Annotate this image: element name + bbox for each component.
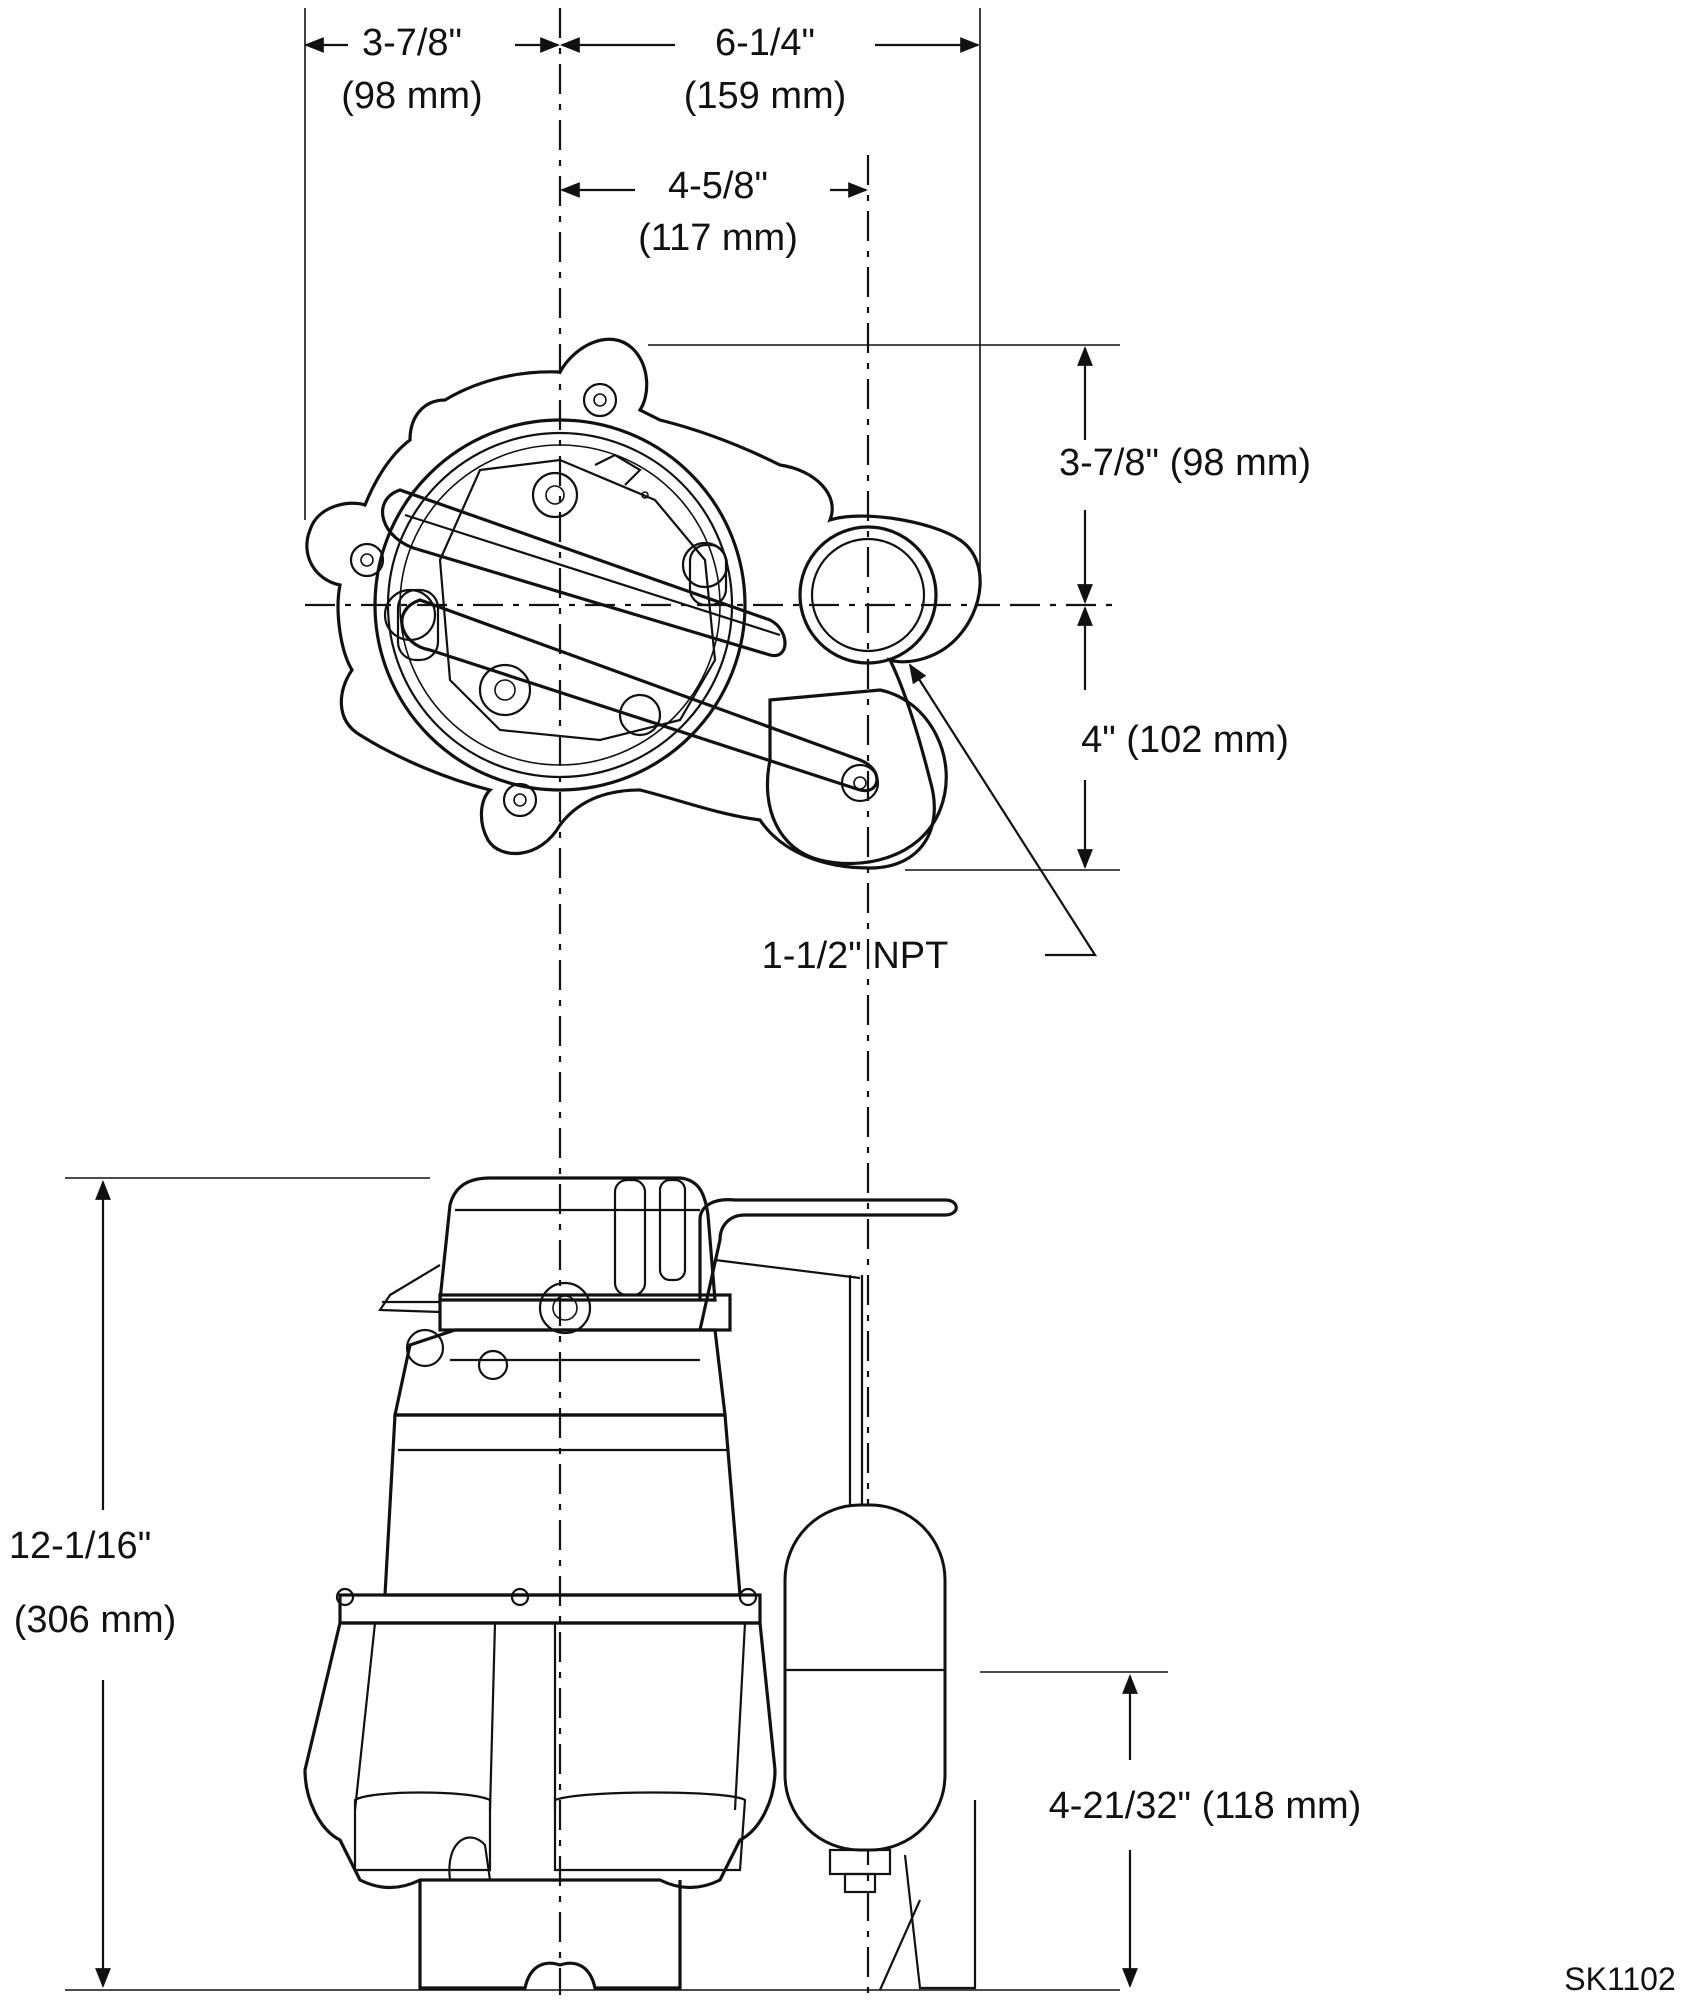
lower-depth-label: 4" (102 mm) bbox=[1081, 719, 1289, 761]
left-offset-inch: 3-7/8" bbox=[362, 22, 462, 64]
upper-depth-label: 3-7/8" (98 mm) bbox=[1059, 442, 1311, 484]
dimension-right-offset: 6-1/4" (159 mm) bbox=[560, 22, 980, 117]
discharge-offset-inch: 4-5/8" bbox=[668, 165, 768, 207]
dimension-lower-depth: 4" (102 mm) bbox=[1077, 606, 1289, 869]
discharge-npt-label: 1-1/2" NPT bbox=[762, 935, 949, 977]
overall-height-mm: (306 mm) bbox=[14, 1599, 177, 1641]
extension-lines-side bbox=[65, 1177, 1168, 1991]
dimension-discharge-offset: 4-5/8" (117 mm) bbox=[560, 165, 868, 259]
discharge-leader: 1-1/2" NPT bbox=[762, 663, 1098, 977]
right-offset-mm: (159 mm) bbox=[684, 75, 847, 117]
switch-height-label: 4-21/32" (118 mm) bbox=[1049, 1785, 1362, 1827]
discharge-offset-mm: (117 mm) bbox=[638, 217, 798, 259]
dimension-switch-height: 4-21/32" (118 mm) bbox=[1049, 1674, 1362, 1988]
extension-lines-top bbox=[304, 8, 1120, 871]
pump-top-view bbox=[305, 337, 982, 870]
pump-side-view bbox=[303, 1176, 977, 1991]
right-offset-inch: 6-1/4" bbox=[715, 22, 815, 64]
drawing-id: SK1102 bbox=[1564, 1961, 1676, 1997]
dimension-left-offset: 3-7/8" (98 mm) bbox=[304, 22, 560, 117]
overall-height-inch: 12-1/16" bbox=[9, 1525, 151, 1567]
dimension-overall-height: 12-1/16" (306 mm) bbox=[9, 1180, 177, 1988]
center-lines bbox=[305, 8, 1120, 1995]
dimension-upper-depth: 3-7/8" (98 mm) bbox=[1059, 346, 1311, 604]
left-offset-mm: (98 mm) bbox=[341, 75, 482, 117]
